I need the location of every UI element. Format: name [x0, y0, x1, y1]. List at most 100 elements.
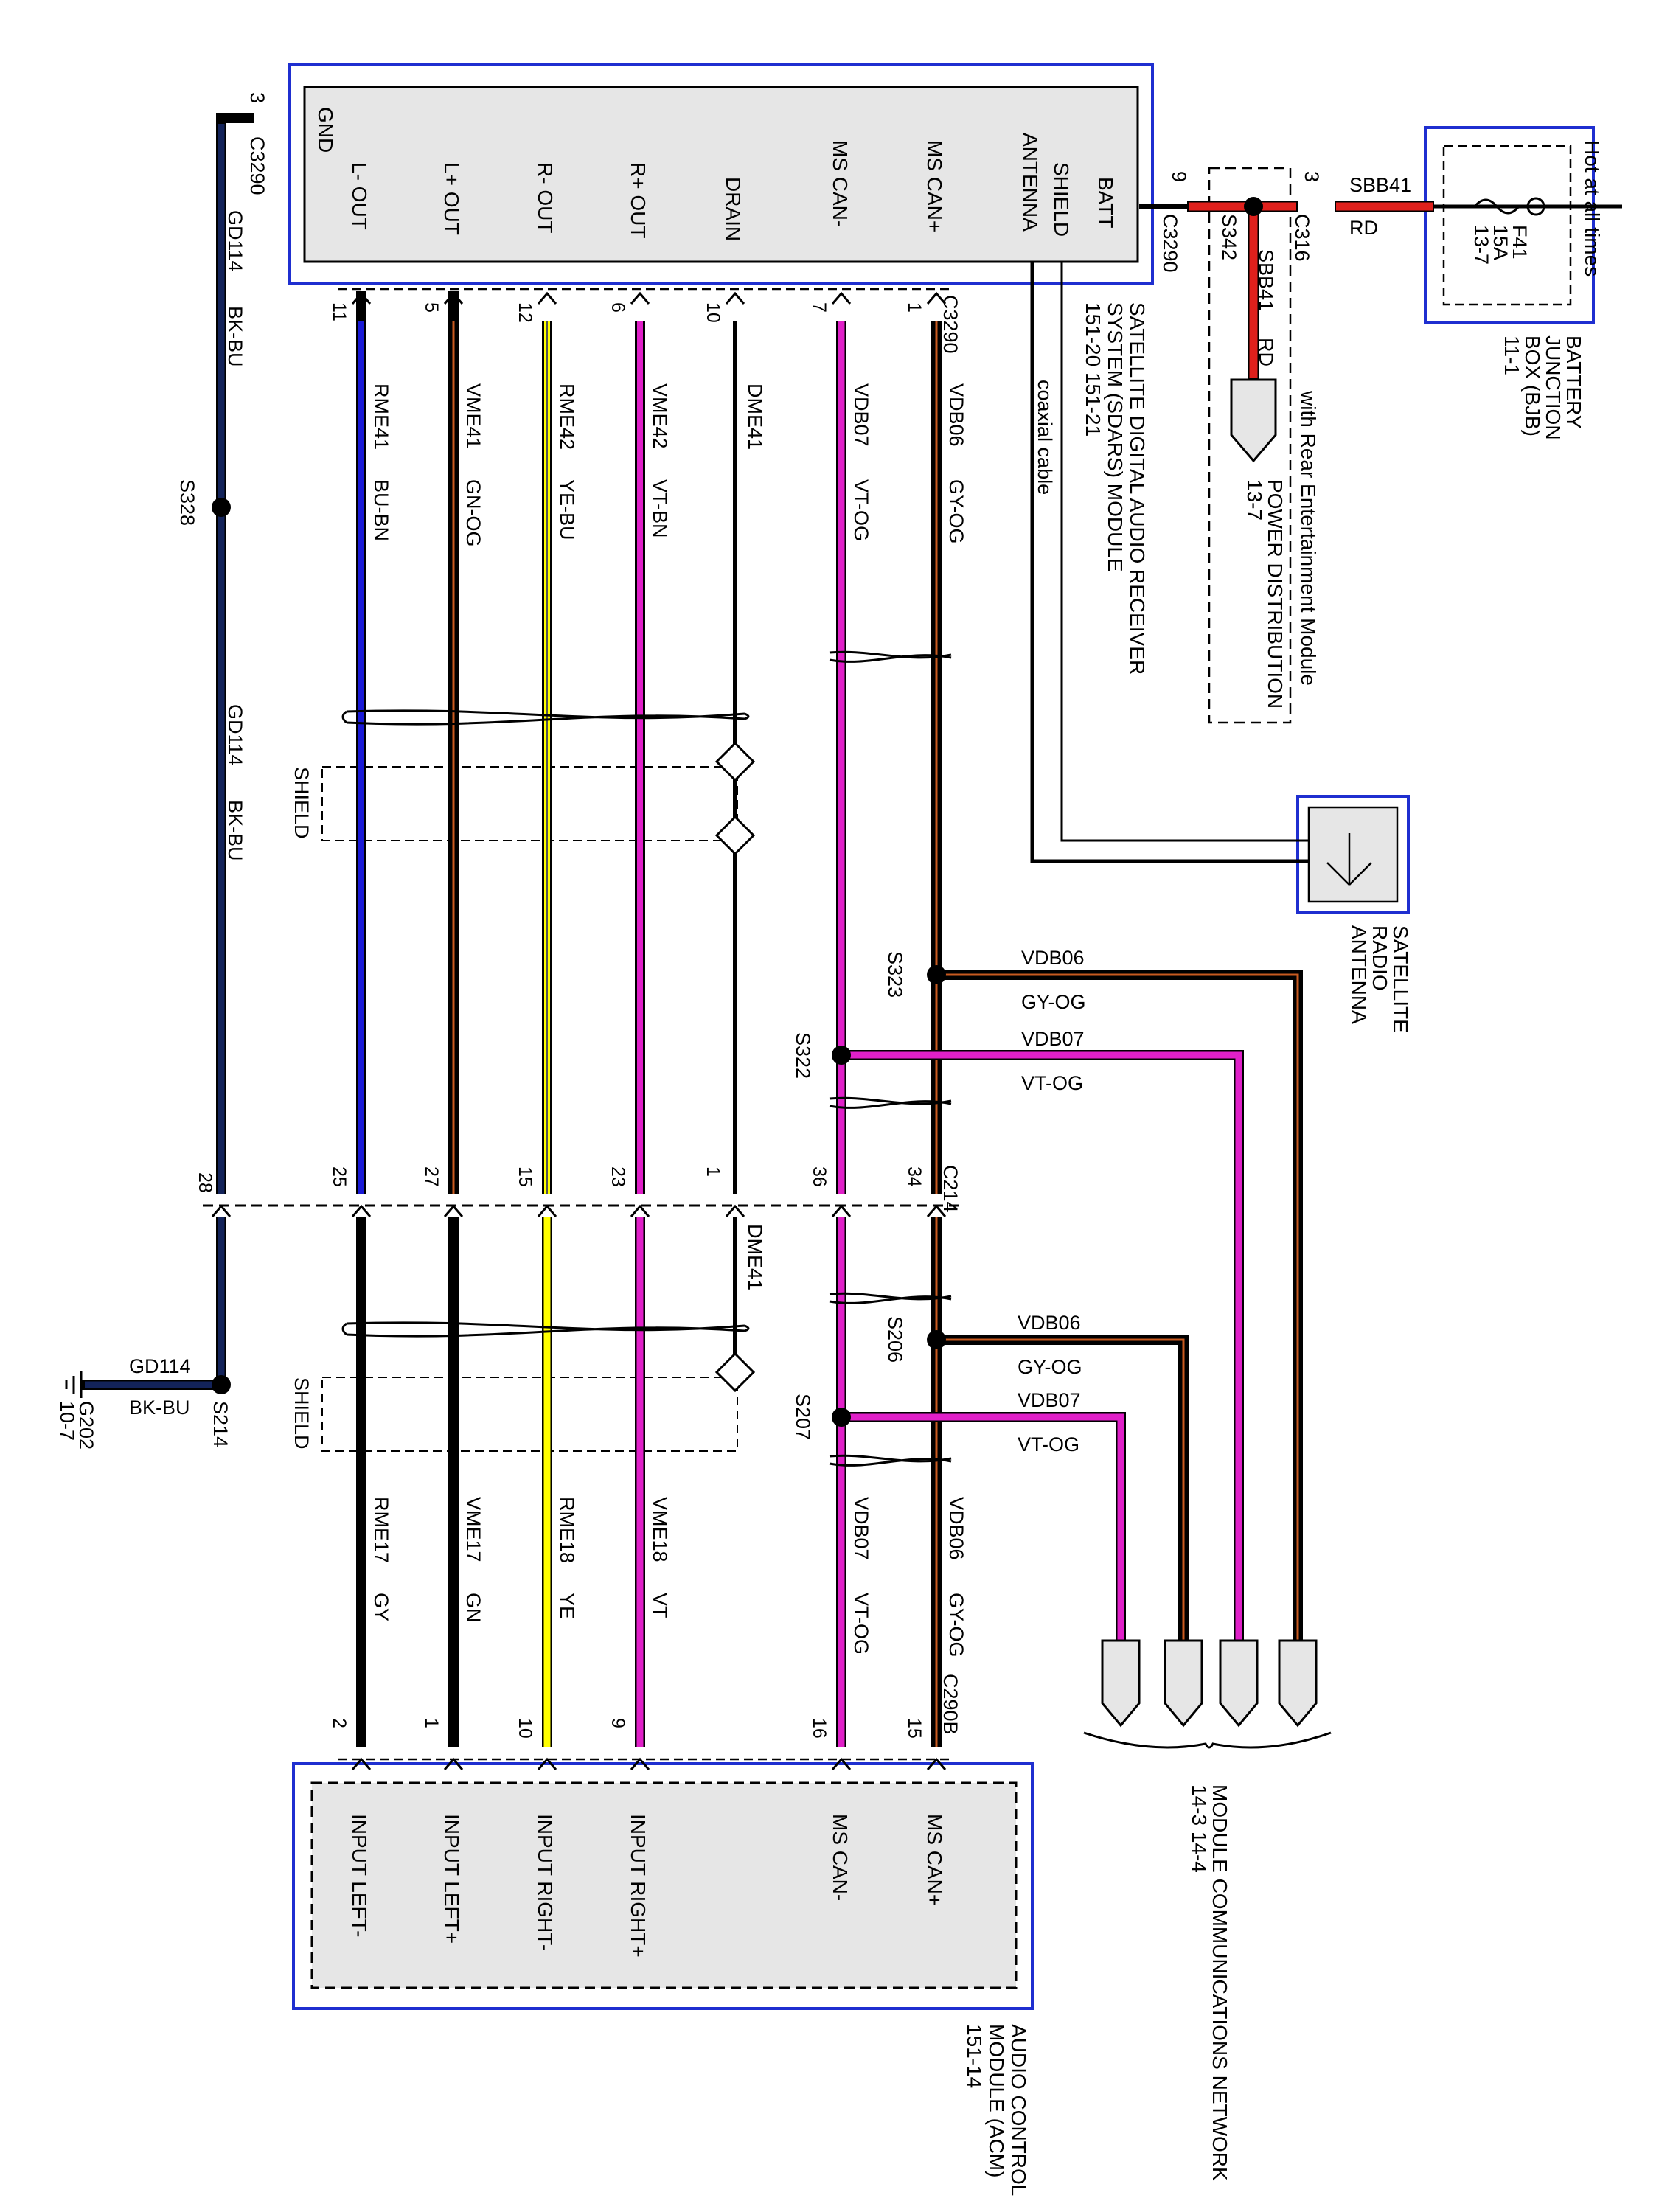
antenna-outline [1296, 795, 1410, 914]
arrow-mid-5 [831, 1204, 852, 1217]
bjb-title-4: 11-1 [1500, 335, 1523, 375]
wire-color-rme41: BU-BN [370, 479, 392, 541]
c316-label: C316 [1291, 214, 1313, 262]
network-connector-2 [1164, 1639, 1203, 1728]
branch-s322-color [841, 1051, 1242, 1641]
power-distribution-connector [1230, 378, 1277, 463]
wire-color-bottom-rme17: GY [370, 1593, 392, 1621]
batt-feed-color: RD [1349, 217, 1378, 239]
branch-labels: VDB06 GY-OG VDB07 VT-OG VDB06 GY-OG VDB0… [1018, 947, 1086, 1455]
fuse-label-2: 15A [1489, 225, 1512, 260]
wire-color-vdb06: GY-OG [945, 479, 967, 544]
coaxial-cable-outer [1030, 262, 1309, 863]
splice-s322-dot [832, 1046, 851, 1065]
c3290-ground-label: C3290 [246, 136, 268, 195]
arrow-top-1 [443, 291, 464, 305]
arrow-bottom-1 [443, 1757, 464, 1770]
mid-pin-15: 15 [515, 1166, 535, 1187]
arrow-top-6 [926, 291, 947, 305]
network-connector-3 [1219, 1639, 1259, 1728]
arrow-top-5 [831, 291, 852, 305]
mid-pin-34: 34 [904, 1166, 925, 1187]
acm-title-1: AUDIO CONTROL [1007, 2024, 1030, 2196]
sdars-pin-ms-can-plus: MS CAN+ [923, 140, 946, 232]
c3290-batt-pin: 9 [1168, 171, 1190, 182]
sdars-module-outline [288, 63, 1154, 285]
mid-pin-1: 1 [703, 1166, 723, 1177]
splice-s207-label: S207 [792, 1394, 814, 1440]
arrow-mid-1 [443, 1204, 464, 1217]
drain-diamond-3 [714, 1352, 756, 1393]
wire-color-bottom-vdb07: VT-OG [850, 1593, 872, 1655]
ground-circuit-2: GD114 [224, 704, 246, 766]
batt-feed-labels: S342 SBB41 RD SBB41 RD 3 C316 9 C3290 [1159, 171, 1411, 366]
ground-pin-28: 28 [195, 1172, 215, 1193]
coaxial-cable-label: coaxial cable [1034, 380, 1056, 495]
network-brace [1083, 1731, 1332, 1749]
sdars-pin-r-plus: R+ OUT [627, 162, 650, 238]
acm-pin-input-left-minus: INPUT LEFT- [348, 1814, 371, 1938]
acm-pin-ms-can-minus: MS CAN- [829, 1814, 852, 1901]
splice-dots [212, 197, 1263, 1427]
ground-icon [65, 1371, 83, 1398]
wire-circuit-vme41: VME41 [462, 383, 484, 449]
wire-circuit-bottom-vme18: VME18 [649, 1497, 671, 1562]
c316-pin: 3 [1301, 171, 1323, 182]
c214-label: C214 [939, 1165, 961, 1213]
branch1-color: GY-OG [1021, 991, 1086, 1013]
shield-label-2: SHIELD [291, 1377, 313, 1450]
sdars-pin-l-plus: L+ OUT [440, 162, 463, 235]
wire-circuit-vdb07: VDB07 [850, 383, 872, 447]
top-pin-12: 12 [515, 302, 535, 323]
connector-labels: C3290 C214 C290B 3 C3290 [246, 92, 961, 1735]
shield-box-1 [321, 766, 738, 841]
network-connector-4 [1278, 1639, 1318, 1728]
sdars-title-2: SYSTEM (SDARS) MODULE [1104, 302, 1127, 572]
mid-pin-36: 36 [809, 1166, 830, 1187]
bjb-title-1: BATTERY [1562, 335, 1585, 429]
bjb-hot-label: Hot at all times [1581, 140, 1604, 276]
splice-s342-label: S342 [1218, 214, 1240, 260]
antenna-title-3: ANTENNA [1348, 925, 1371, 1024]
acm-module [292, 1762, 1034, 2010]
c3290-batt-label: C3290 [1159, 214, 1181, 273]
branch4-color: VT-OG [1018, 1433, 1079, 1455]
splice-s328-label: S328 [176, 479, 198, 526]
mid-pin-25: 25 [329, 1166, 349, 1187]
network-title: MODULE COMMUNICATIONS NETWORK [1208, 1784, 1231, 2181]
wire-circuit-bottom-vdb06: VDB06 [945, 1497, 967, 1560]
acm-pin-input-left-plus: INPUT LEFT+ [440, 1814, 463, 1944]
ground-pin-label: 3 [246, 92, 268, 103]
sdars-pin-ms-can-minus: MS CAN- [829, 140, 852, 227]
sdars-pin-l-minus: L- OUT [348, 162, 371, 230]
satellite-antenna-box [1296, 795, 1410, 914]
top-pin-11: 11 [329, 302, 349, 321]
sdars-title-3: 151-20 151-21 [1082, 302, 1105, 437]
arrow-top-4 [725, 291, 745, 305]
wire-color-bottom-rme18: YE [556, 1593, 578, 1619]
branch2-color: VT-OG [1021, 1072, 1083, 1094]
wire-labels: RME41BU-BNVME41GN-OGRME42YE-BUVME42VT-BN… [370, 383, 967, 1658]
wire-color-rme42: YE-BU [556, 479, 578, 540]
wire-color-bottom-vme18: VT [649, 1593, 671, 1618]
network-refs: 14-3 14-4 [1188, 1784, 1211, 1873]
mid-pin-23: 23 [608, 1166, 628, 1187]
sdars-pin-gnd: GND [314, 107, 337, 153]
bottom-pin-10: 10 [515, 1718, 535, 1739]
sdars-pin-antenna: ANTENNA [1019, 133, 1042, 232]
splice-s328-dot [212, 498, 231, 517]
battery-junction-box [1424, 126, 1595, 324]
wire-circuit-rme41: RME41 [370, 383, 392, 450]
sdars-module [288, 63, 1154, 285]
antenna-icon [1326, 833, 1372, 886]
bottom-pin-15: 15 [904, 1718, 925, 1739]
wire-circuit-bottom-rme18: RME18 [556, 1497, 578, 1563]
wire-color-vme42: VT-BN [649, 479, 671, 538]
wire-circuit-bottom-vdb07: VDB07 [850, 1497, 872, 1560]
batt-feed-circuit: SBB41 [1349, 174, 1411, 196]
arrow-bottom-0 [351, 1757, 372, 1770]
top-pin-5: 5 [421, 302, 442, 313]
arrow-mid-4 [725, 1204, 745, 1217]
